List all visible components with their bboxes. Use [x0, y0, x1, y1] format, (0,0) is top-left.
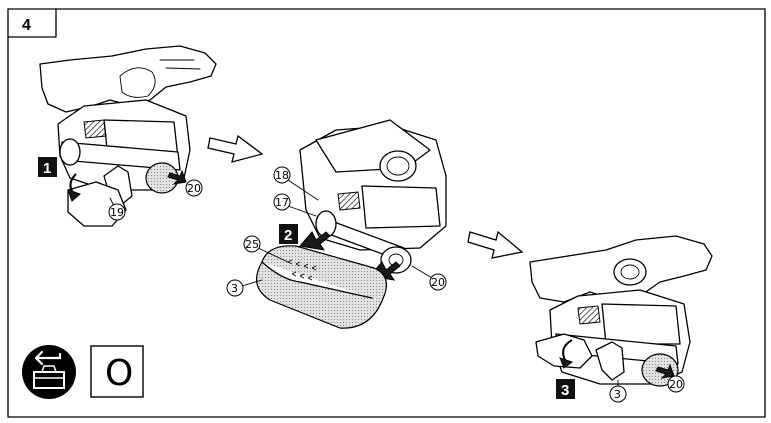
lever-closed — [595, 341, 625, 381]
step-3-badge — [556, 379, 575, 399]
callout-20-middle: 20 — [431, 276, 445, 289]
step-2-badge — [279, 224, 298, 244]
callout-3: 3 — [231, 282, 238, 295]
callout-20-right: 20 — [669, 378, 683, 391]
step-2-number: 2 — [284, 227, 292, 244]
step-1-badge — [38, 157, 57, 177]
push-arrow-1 — [167, 169, 187, 185]
flow-arrow-1-to-2 — [207, 134, 264, 163]
panel-step-1: 1 19 20 — [38, 45, 217, 227]
belt-direction-marks — [287, 259, 317, 281]
figure-frame — [7, 8, 766, 418]
step-1-number: 1 — [43, 160, 51, 177]
callout-17: 17 — [275, 196, 289, 209]
figure-tab — [7, 8, 56, 37]
step-3-number: 3 — [561, 382, 569, 399]
callout-18: 18 — [275, 169, 289, 182]
callout-19: 19 — [110, 206, 124, 219]
panel-step-2: 2 18 17 25 3 20 — [226, 119, 447, 329]
callout-20-left: 20 — [187, 182, 201, 195]
mode-symbols: O — [22, 345, 144, 399]
hand-top-left — [39, 45, 217, 113]
mode-o-label: O — [105, 353, 133, 394]
callout-25: 25 — [245, 238, 259, 251]
push-arrow-3 — [655, 363, 675, 379]
rear-roller-2 — [380, 246, 412, 274]
insert-arrow-front — [299, 231, 331, 251]
callout-3-step3: 3 — [614, 388, 621, 401]
figure-number: 4 — [22, 17, 31, 34]
flow-arrow-2-to-3 — [467, 230, 524, 259]
mode-o-box — [90, 345, 144, 398]
panel-step-3: 3 3 20 — [529, 235, 713, 403]
